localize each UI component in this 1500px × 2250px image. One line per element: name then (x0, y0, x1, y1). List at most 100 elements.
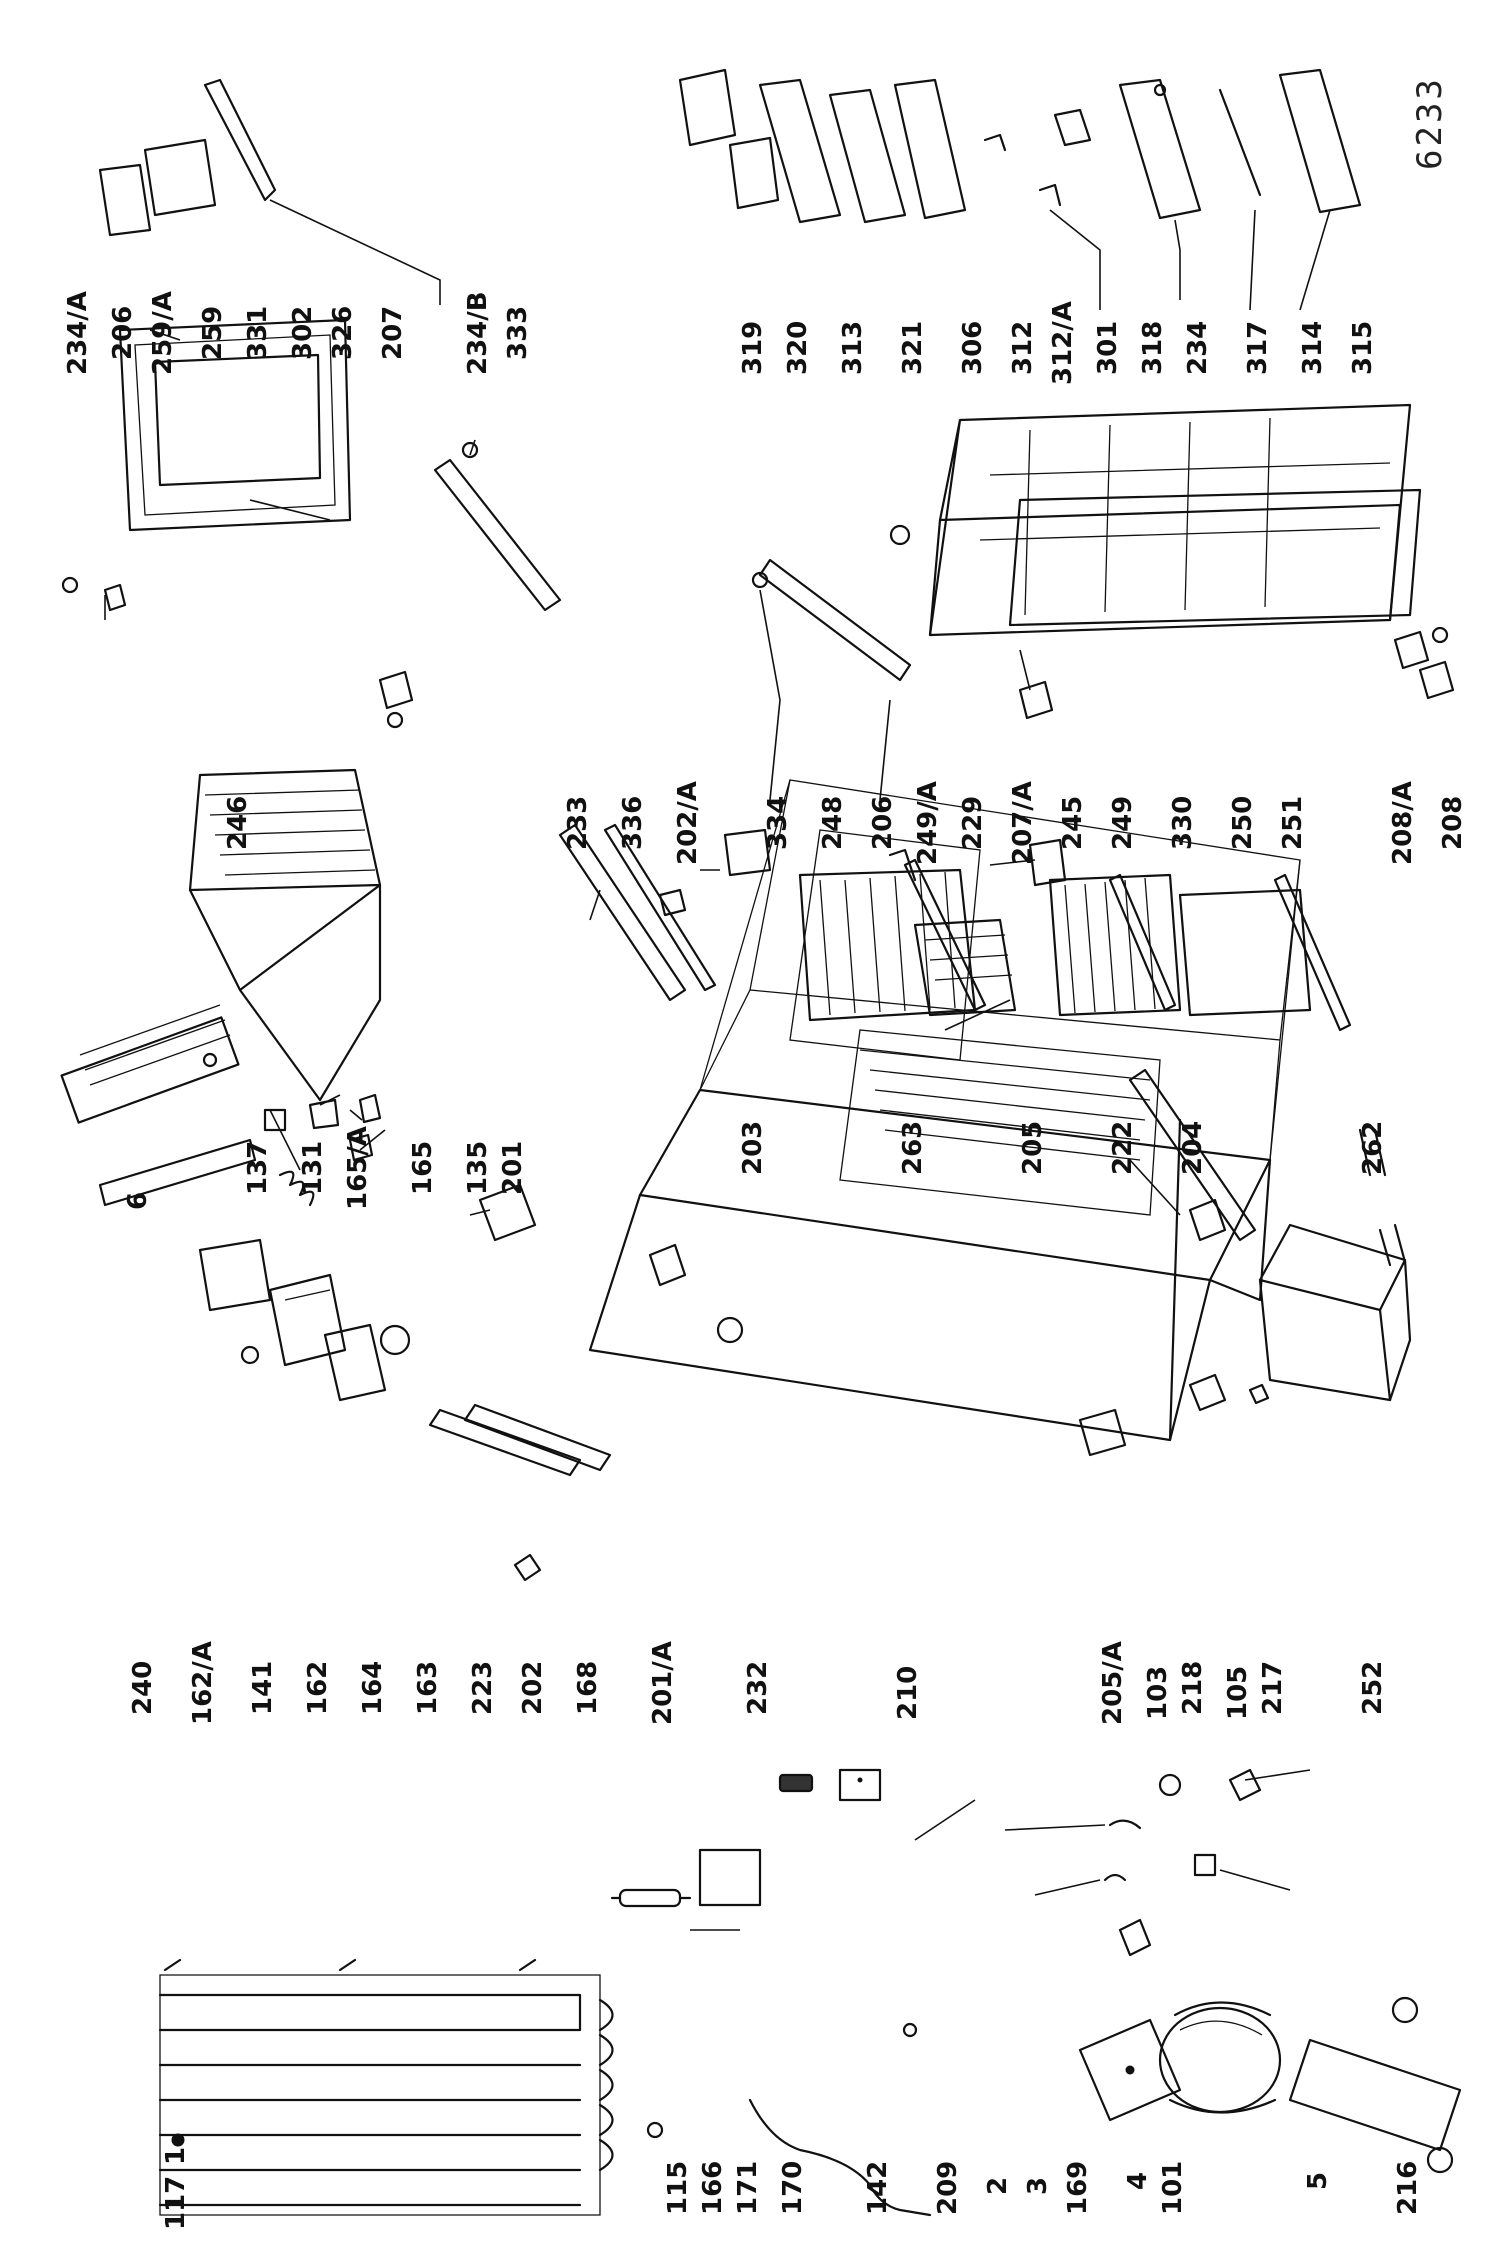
label-117: 117 (161, 2175, 191, 2230)
hinge-pin-206 (103, 583, 127, 612)
clip-202 (513, 1553, 542, 1582)
freezer-basket-246 (188, 768, 382, 1102)
label-313: 313 (838, 320, 868, 375)
label-312A: 312/A (1048, 301, 1078, 385)
label-164: 164 (358, 1660, 388, 1715)
door-bin-259 (143, 138, 217, 217)
door-shelf-315 (1118, 78, 1202, 220)
label-222: 222 (1108, 1120, 1138, 1175)
relay-4 (1118, 1918, 1152, 1957)
label-206b: 206 (868, 795, 898, 850)
grille-262 (1358, 1128, 1407, 1267)
label-169: 169 (1063, 2160, 1093, 2215)
label-168: 168 (573, 1660, 603, 1715)
plate-170 (838, 1768, 882, 1802)
label-232: 232 (743, 1660, 773, 1715)
label-312: 312 (1008, 320, 1038, 375)
hinge-pin-334 (751, 524, 912, 682)
label-207: 207 (378, 305, 408, 360)
grommet-105 (1228, 1768, 1262, 1802)
shelf-support-233 (558, 823, 687, 1002)
screw-icon (171, 2133, 185, 2147)
label-137: 137 (243, 1140, 273, 1195)
label-331: 331 (243, 305, 273, 360)
label-302: 302 (288, 305, 318, 360)
label-334: 334 (763, 795, 793, 850)
label-229: 229 (958, 795, 988, 850)
hinge-201 (478, 1183, 537, 1242)
screw-210 (902, 2022, 918, 2038)
knob-163 (379, 1324, 411, 1356)
compressor-base-169 (1078, 2018, 1182, 2122)
sensor-263 (888, 848, 917, 882)
hinge-205A (1078, 1408, 1127, 1457)
label-101: 101 (1158, 2160, 1188, 2215)
hinge-208A (1393, 630, 1430, 670)
bracket-202A (658, 888, 687, 917)
wire-shelf-245 (1048, 873, 1182, 1017)
label-202A: 202/A (673, 781, 703, 865)
label-333: 333 (503, 305, 533, 360)
label-210: 210 (893, 1665, 923, 1720)
label-259: 259 (198, 305, 228, 360)
label-315: 315 (1348, 320, 1378, 375)
hinge-201A (648, 1243, 687, 1287)
door-shelf-313 (828, 88, 907, 224)
shelf-edge-249A (903, 858, 987, 1012)
label-165: 165 (408, 1140, 438, 1195)
label-336: 336 (618, 795, 648, 850)
door-shelf-314 (1278, 68, 1362, 214)
door-gasket-331 (153, 353, 322, 487)
label-209: 209 (933, 2160, 963, 2215)
label-250: 250 (1228, 795, 1258, 850)
hinge-208 (1418, 626, 1455, 700)
clip-131 (263, 1108, 287, 1132)
strip-333 (433, 458, 562, 612)
label-203: 203 (738, 1120, 768, 1175)
grommet-209 (646, 2121, 664, 2139)
leader-lines (104, 199, 1331, 1931)
door-gasket-301 (1008, 488, 1422, 627)
label-218: 218 (1178, 1660, 1208, 1715)
label-201A: 201/A (648, 1641, 678, 1725)
drier-tube (610, 1888, 692, 1908)
label-163: 163 (413, 1660, 443, 1715)
label-321: 321 (898, 320, 928, 375)
label-251: 251 (1278, 795, 1308, 850)
label-207A: 207/A (1008, 781, 1038, 865)
label-3: 3 (1023, 2176, 1053, 2195)
cabinet-body (588, 779, 1301, 1442)
label-202: 202 (518, 1660, 548, 1715)
spring-137 (278, 1170, 315, 1207)
label-234A: 234/A (63, 291, 93, 375)
shelf-trim-251 (1273, 873, 1352, 1032)
switch-135 (348, 1133, 374, 1162)
label-205A: 205/A (1098, 1641, 1128, 1725)
label-319: 319 (738, 320, 768, 375)
cover-164 (323, 1323, 387, 1402)
screw-217 (1248, 1383, 1270, 1405)
label-234: 234 (1183, 320, 1213, 375)
base-tray-216 (1288, 1996, 1462, 2174)
label-320: 320 (783, 320, 813, 375)
label-5: 5 (1303, 2171, 1333, 2190)
grille-229 (913, 918, 1017, 1017)
label-165A: 165/A (343, 1126, 373, 1210)
label-115: 115 (663, 2160, 693, 2215)
label-306: 306 (958, 320, 988, 375)
label-326: 326 (328, 305, 358, 360)
bin-318 (1053, 108, 1092, 147)
label-170: 170 (778, 2160, 808, 2215)
label-223: 223 (468, 1660, 498, 1715)
pipe-142 (748, 2098, 932, 2217)
rail-336 (603, 823, 717, 992)
label-318: 318 (1138, 320, 1168, 375)
label-249A: 249/A (913, 781, 943, 865)
label-301: 301 (1093, 320, 1123, 375)
label-217: 217 (1258, 1660, 1288, 1715)
label-171: 171 (733, 2160, 763, 2215)
foot-218 (1188, 1373, 1227, 1412)
label-262: 262 (1358, 1120, 1388, 1175)
